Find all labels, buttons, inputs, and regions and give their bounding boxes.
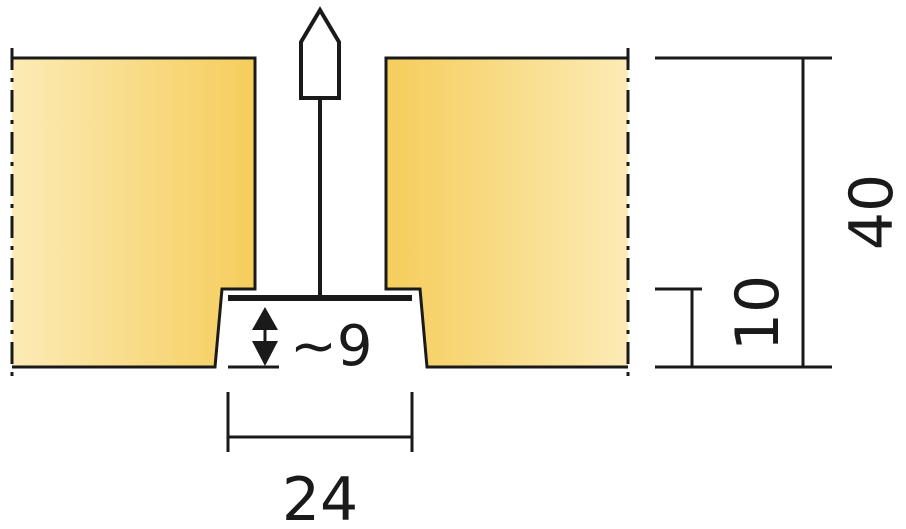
left-ceiling-tile	[10, 48, 257, 383]
height-dimensions: 40 10	[655, 56, 906, 369]
grid-width-dimension: 24	[226, 392, 414, 529]
grid-width-label: 24	[282, 465, 358, 529]
recess-depth-dimension: ~9	[228, 307, 373, 379]
recess-depth-label: ~9	[290, 314, 373, 379]
lower-height-label: 10	[723, 275, 793, 351]
right-ceiling-tile	[384, 48, 630, 383]
total-height-label: 40	[837, 174, 906, 250]
hanger-rod	[228, 6, 412, 301]
